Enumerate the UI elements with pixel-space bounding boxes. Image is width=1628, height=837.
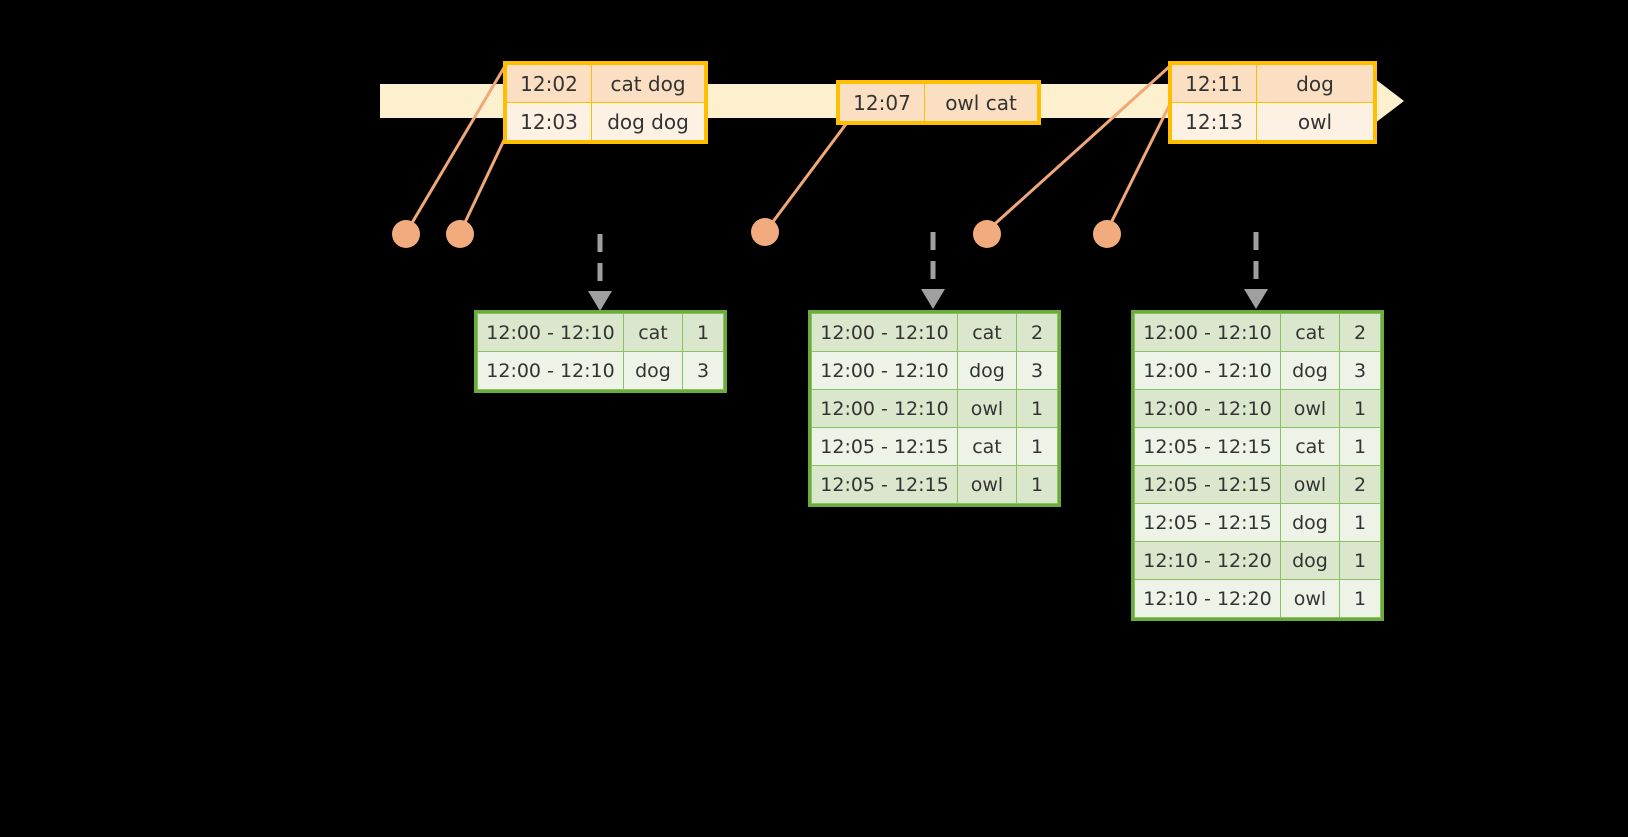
event-row: 12:07 owl cat xyxy=(839,83,1038,122)
event-row: 12:11 dog xyxy=(1171,64,1374,103)
dashed-arrow-3 xyxy=(1244,232,1268,309)
window-cell: 12:00 - 12:10 xyxy=(811,351,958,390)
count-cell: 1 xyxy=(1339,503,1381,542)
key-cell: cat xyxy=(1280,313,1340,352)
event-group-1-body: 12:02 cat dog 12:03 dog dog xyxy=(506,64,705,141)
aggregate-table-1: 12:00 - 12:10 cat 1 12:00 - 12:10 dog 3 xyxy=(474,310,727,393)
table-row: 12:10 - 12:20 dog 1 xyxy=(1134,541,1381,580)
table-row: 12:00 - 12:10 owl 1 xyxy=(811,389,1058,428)
aggregate-table-3: 12:00 - 12:10 cat 2 12:00 - 12:10 dog 3 … xyxy=(1131,310,1384,621)
table-row: 12:10 - 12:20 owl 1 xyxy=(1134,579,1381,618)
connector-group-1 xyxy=(392,65,507,248)
count-cell: 1 xyxy=(682,313,724,352)
table-row: 12:05 - 12:15 owl 2 xyxy=(1134,465,1381,504)
table-row: 12:05 - 12:15 dog 1 xyxy=(1134,503,1381,542)
key-cell: cat xyxy=(1280,427,1340,466)
table-row: 12:00 - 12:10 dog 3 xyxy=(477,351,724,390)
key-cell: cat xyxy=(957,313,1017,352)
event-time: 12:11 xyxy=(1171,64,1257,103)
connector-group-2 xyxy=(751,103,863,246)
table-row: 12:00 - 12:10 cat 2 xyxy=(811,313,1058,352)
key-cell: owl xyxy=(1280,465,1340,504)
window-cell: 12:05 - 12:15 xyxy=(1134,427,1281,466)
table-row: 12:00 - 12:10 dog 3 xyxy=(811,351,1058,390)
window-cell: 12:05 - 12:15 xyxy=(811,465,958,504)
window-cell: 12:00 - 12:10 xyxy=(811,389,958,428)
count-cell: 3 xyxy=(1339,351,1381,390)
event-words: owl cat xyxy=(924,83,1038,122)
event-row: 12:02 cat dog xyxy=(506,64,705,103)
table-row: 12:05 - 12:15 cat 1 xyxy=(811,427,1058,466)
event-time: 12:03 xyxy=(506,102,592,141)
key-cell: dog xyxy=(623,351,683,390)
event-group-1: 12:02 cat dog 12:03 dog dog xyxy=(503,61,708,144)
table-row: 12:00 - 12:10 cat 2 xyxy=(1134,313,1381,352)
window-cell: 12:00 - 12:10 xyxy=(1134,389,1281,428)
count-cell: 1 xyxy=(1339,579,1381,618)
aggregate-table-2: 12:00 - 12:10 cat 2 12:00 - 12:10 dog 3 … xyxy=(808,310,1061,507)
dashed-arrow-1 xyxy=(588,234,612,311)
key-cell: owl xyxy=(1280,579,1340,618)
count-cell: 3 xyxy=(1016,351,1058,390)
event-time: 12:02 xyxy=(506,64,592,103)
count-cell: 2 xyxy=(1016,313,1058,352)
key-cell: owl xyxy=(1280,389,1340,428)
event-words: owl xyxy=(1256,102,1374,141)
table-row: 12:05 - 12:15 owl 1 xyxy=(811,465,1058,504)
key-cell: dog xyxy=(957,351,1017,390)
window-cell: 12:10 - 12:20 xyxy=(1134,541,1281,580)
event-words: cat dog xyxy=(591,64,705,103)
event-words: dog dog xyxy=(591,102,705,141)
event-time: 12:07 xyxy=(839,83,925,122)
event-time: 12:13 xyxy=(1171,102,1257,141)
table-row: 12:05 - 12:15 cat 1 xyxy=(1134,427,1381,466)
window-cell: 12:05 - 12:15 xyxy=(811,427,958,466)
dashed-arrow-2 xyxy=(921,232,945,309)
table-row: 12:00 - 12:10 dog 3 xyxy=(1134,351,1381,390)
window-cell: 12:00 - 12:10 xyxy=(1134,313,1281,352)
event-group-3: 12:11 dog 12:13 owl xyxy=(1168,61,1377,144)
table-row: 12:00 - 12:10 owl 1 xyxy=(1134,389,1381,428)
count-cell: 1 xyxy=(1339,389,1381,428)
key-cell: owl xyxy=(957,389,1017,428)
count-cell: 1 xyxy=(1016,465,1058,504)
count-cell: 1 xyxy=(1339,541,1381,580)
event-row: 12:03 dog dog xyxy=(506,102,705,141)
window-cell: 12:00 - 12:10 xyxy=(1134,351,1281,390)
count-cell: 3 xyxy=(682,351,724,390)
count-cell: 1 xyxy=(1016,389,1058,428)
count-cell: 1 xyxy=(1016,427,1058,466)
window-cell: 12:05 - 12:15 xyxy=(1134,503,1281,542)
key-cell: cat xyxy=(957,427,1017,466)
count-cell: 1 xyxy=(1339,427,1381,466)
event-row: 12:13 owl xyxy=(1171,102,1374,141)
key-cell: cat xyxy=(623,313,683,352)
table-row: 12:00 - 12:10 cat 1 xyxy=(477,313,724,352)
event-words: dog xyxy=(1256,64,1374,103)
window-cell: 12:10 - 12:20 xyxy=(1134,579,1281,618)
window-cell: 12:05 - 12:15 xyxy=(1134,465,1281,504)
window-cell: 12:00 - 12:10 xyxy=(477,351,624,390)
window-cell: 12:00 - 12:10 xyxy=(811,313,958,352)
window-cell: 12:00 - 12:10 xyxy=(477,313,624,352)
event-group-2: 12:07 owl cat xyxy=(836,80,1041,125)
count-cell: 2 xyxy=(1339,465,1381,504)
dashed-arrows xyxy=(588,232,1268,311)
event-group-3-body: 12:11 dog 12:13 owl xyxy=(1171,64,1374,141)
count-cell: 2 xyxy=(1339,313,1381,352)
key-cell: dog xyxy=(1280,541,1340,580)
event-group-2-body: 12:07 owl cat xyxy=(839,83,1038,122)
key-cell: owl xyxy=(957,465,1017,504)
key-cell: dog xyxy=(1280,503,1340,542)
key-cell: dog xyxy=(1280,351,1340,390)
